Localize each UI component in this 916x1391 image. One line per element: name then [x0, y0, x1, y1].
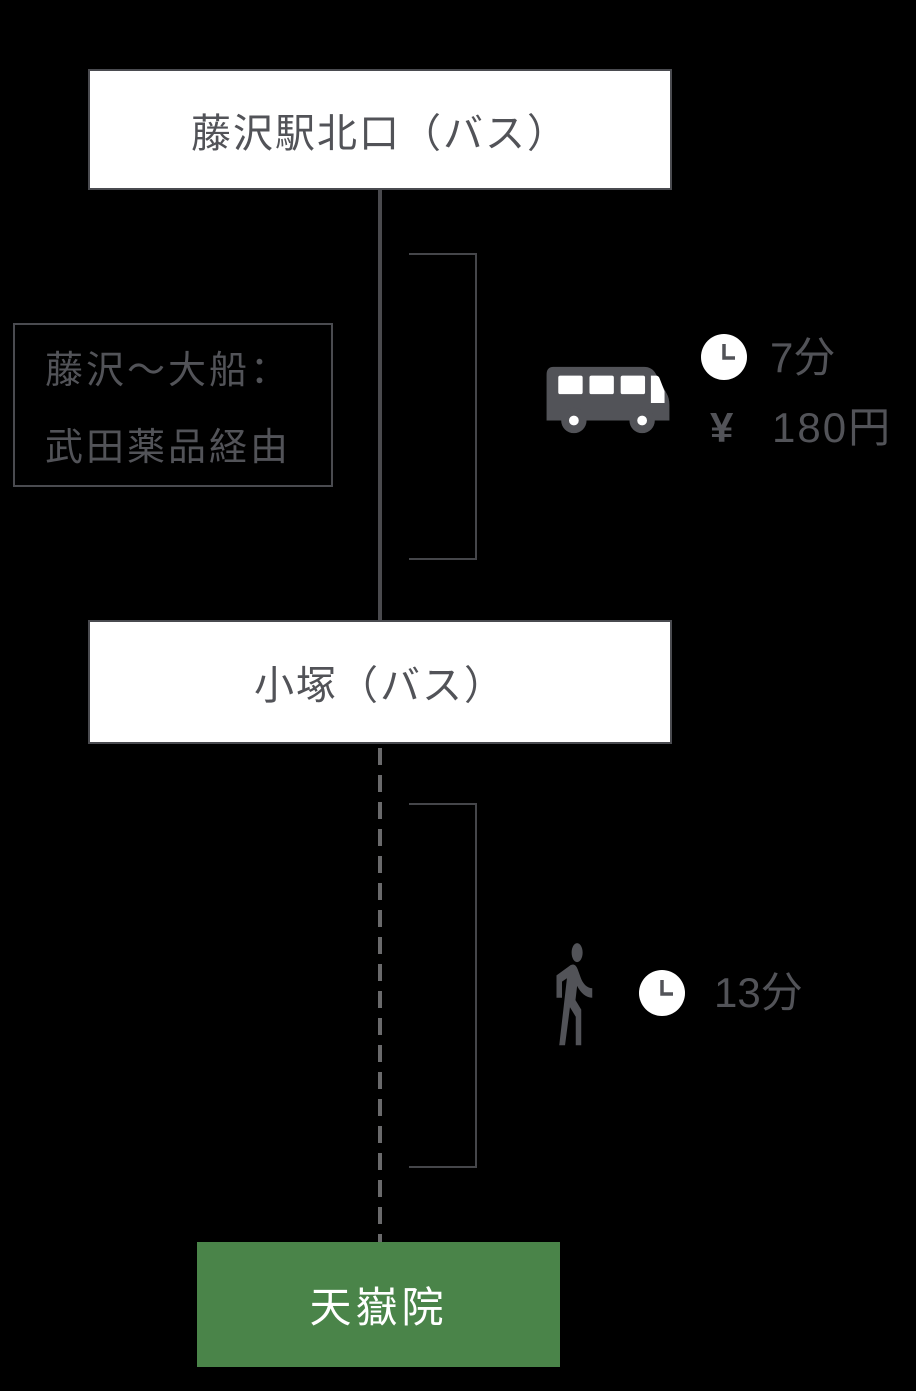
clock-icon	[701, 334, 747, 380]
station-label: 小塚（バス）	[254, 664, 506, 708]
walk-segment-bracket	[409, 803, 477, 1168]
walk-icon	[556, 943, 593, 1046]
walk-route-line	[378, 748, 382, 1242]
note-line: 藤沢〜大船：	[45, 350, 292, 392]
bus-route-note-box: 藤沢〜大船： 武田薬品経由	[13, 323, 333, 487]
station-box-tengakuin: 天嶽院	[197, 1242, 560, 1367]
note-line: 武田薬品経由	[45, 427, 292, 469]
bus-duration: 7分	[770, 334, 836, 381]
bus-segment-bracket	[409, 253, 477, 560]
station-box-kozuka: 小塚（バス）	[88, 620, 672, 744]
bus-route-line	[378, 190, 382, 620]
station-box-fujisawa-north: 藤沢駅北口（バス）	[88, 69, 672, 190]
clock-icon	[639, 970, 685, 1016]
bus-fare: 180円	[772, 404, 893, 451]
bus-icon	[546, 366, 670, 434]
station-label: 天嶽院	[309, 1284, 448, 1331]
walk-duration: 13分	[714, 969, 803, 1016]
yen-symbol: ¥	[710, 404, 734, 451]
station-label: 藤沢駅北口（バス）	[191, 111, 569, 156]
